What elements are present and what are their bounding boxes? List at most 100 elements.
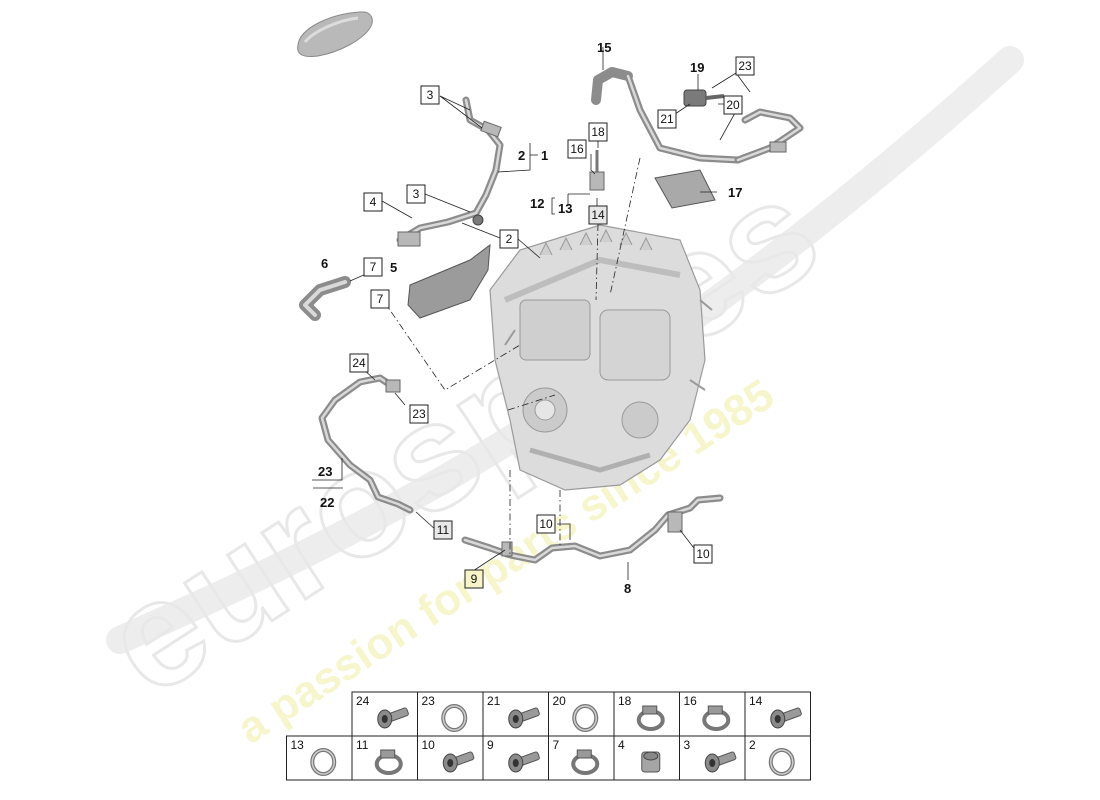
legend-cell: 10 (417, 735, 484, 781)
callout-12-bold: 12 (530, 196, 544, 211)
callout-box-9: 9 (464, 569, 484, 589)
screw-icon (704, 751, 737, 773)
legend-cell: 13 (286, 735, 353, 781)
svg-text:7: 7 (370, 260, 377, 274)
ring-icon (310, 748, 337, 776)
legend-cell-number: 4 (618, 738, 625, 752)
svg-text:10: 10 (696, 547, 710, 561)
callout-box-18: 20 (723, 95, 743, 115)
legend-cell-number: 14 (749, 694, 763, 708)
callout-6-bold: 6 (321, 256, 328, 271)
legend-cell: 18 (613, 691, 680, 737)
callout-box-24: 24 (349, 353, 369, 373)
legend-cell: 11 (351, 735, 418, 781)
svg-text:10: 10 (539, 517, 553, 531)
legend-cell: 3 (679, 735, 746, 781)
callout-2-bold: 2 (518, 148, 525, 163)
coolant-pipe-upper (396, 96, 504, 247)
ring-icon (768, 748, 795, 776)
svg-text:20: 20 (726, 98, 740, 112)
legend-cell: 21 (482, 691, 549, 737)
pipe-part-18 (734, 108, 804, 164)
nut-icon (641, 751, 661, 773)
screw-icon (442, 751, 475, 773)
clamp-icon (636, 705, 665, 731)
legend-cell-number: 16 (684, 694, 698, 708)
callout-box-21: 23 (735, 56, 755, 76)
legend-cell-number: 13 (291, 738, 305, 752)
svg-text:7: 7 (377, 292, 384, 306)
clamp-icon (571, 749, 600, 775)
clamp-icon (702, 705, 731, 731)
fitting-part-12 (589, 150, 605, 191)
svg-text:18: 18 (591, 125, 605, 139)
screw-icon (508, 707, 540, 729)
coolant-pipe-lower-left (318, 374, 414, 514)
callout-box-3: 3 (406, 184, 426, 204)
svg-text:2: 2 (506, 232, 513, 246)
legend-cell: 2 (744, 735, 811, 781)
hose-part-15 (591, 67, 742, 164)
gasket-part-17 (654, 169, 716, 209)
legend-cell-number: 21 (487, 694, 501, 708)
legend-cell-number: 11 (356, 738, 369, 752)
svg-text:11: 11 (437, 523, 450, 537)
hardware-legend-table: 24 23 21 20 18 16 14 13 11 10 9 7 4 3 2 (286, 691, 811, 781)
legend-cell: 20 (548, 691, 615, 737)
callout-box-11: 11 (433, 520, 453, 540)
engine-block (489, 224, 713, 491)
callout-box-10-left: 10 (536, 514, 556, 534)
heat-shield-part-5 (407, 243, 491, 319)
legend-cell-number: 20 (553, 694, 567, 708)
screw-icon (508, 751, 540, 773)
svg-text:16: 16 (570, 142, 584, 156)
callout-22-bold: 22 (320, 495, 334, 510)
svg-text:23: 23 (738, 59, 752, 73)
ring-icon (441, 704, 468, 732)
hose-part-6 (299, 276, 351, 321)
svg-text:23: 23 (412, 407, 426, 421)
legend-cell-number: 7 (553, 738, 560, 752)
bold-callouts: 2 1 5 6 15 19 17 12 13 23 22 8 (313, 40, 742, 596)
legend-cell: 14 (744, 691, 811, 737)
legend-cell-number: 9 (487, 738, 494, 752)
svg-text:21: 21 (660, 112, 674, 126)
coolant-pipe-part-8 (461, 494, 724, 564)
callout-box-14: 16 (567, 139, 587, 159)
svg-text:3: 3 (427, 88, 434, 102)
callout-13-bold: 13 (558, 201, 572, 216)
svg-text:3: 3 (413, 187, 420, 201)
sensor-part-19 (683, 89, 725, 107)
callout-box-7-lower: 7 (370, 289, 390, 309)
legend-cell-number: 2 (749, 738, 756, 752)
callout-17-bold: 17 (728, 185, 742, 200)
ring-icon (572, 704, 599, 732)
legend-cell: 7 (548, 735, 615, 781)
callout-box-23: 23 (409, 404, 429, 424)
callout-box-13: 14 (588, 205, 608, 225)
legend-cell-number: 18 (618, 694, 632, 708)
callout-box-10-right: 10 (693, 544, 713, 564)
svg-text:9: 9 (471, 572, 478, 586)
svg-text:4: 4 (370, 195, 377, 209)
callout-19-bold: 19 (690, 60, 704, 75)
legend-cell-number: 3 (684, 738, 691, 752)
legend-cell: 4 (613, 735, 680, 781)
svg-text:14: 14 (591, 208, 605, 222)
callout-box-4-top: 3 (420, 85, 440, 105)
legend-cell: 16 (679, 691, 746, 737)
callout-15-bold: 15 (597, 40, 611, 55)
callout-box-4-mid: 4 (363, 192, 383, 212)
legend-cell-number: 10 (422, 738, 436, 752)
callout-1-bold: 1 (541, 148, 548, 163)
screw-icon (377, 707, 409, 729)
legend-cell-number: 24 (356, 694, 370, 708)
screw-icon (770, 707, 802, 729)
callout-box-20: 21 (657, 109, 677, 129)
callout-box-2: 2 (499, 229, 519, 249)
legend-cell-number: 23 (422, 694, 436, 708)
callout-23-bold: 23 (318, 464, 332, 479)
callout-box-7-upper: 7 (363, 257, 383, 277)
legend-cell: 9 (482, 735, 549, 781)
